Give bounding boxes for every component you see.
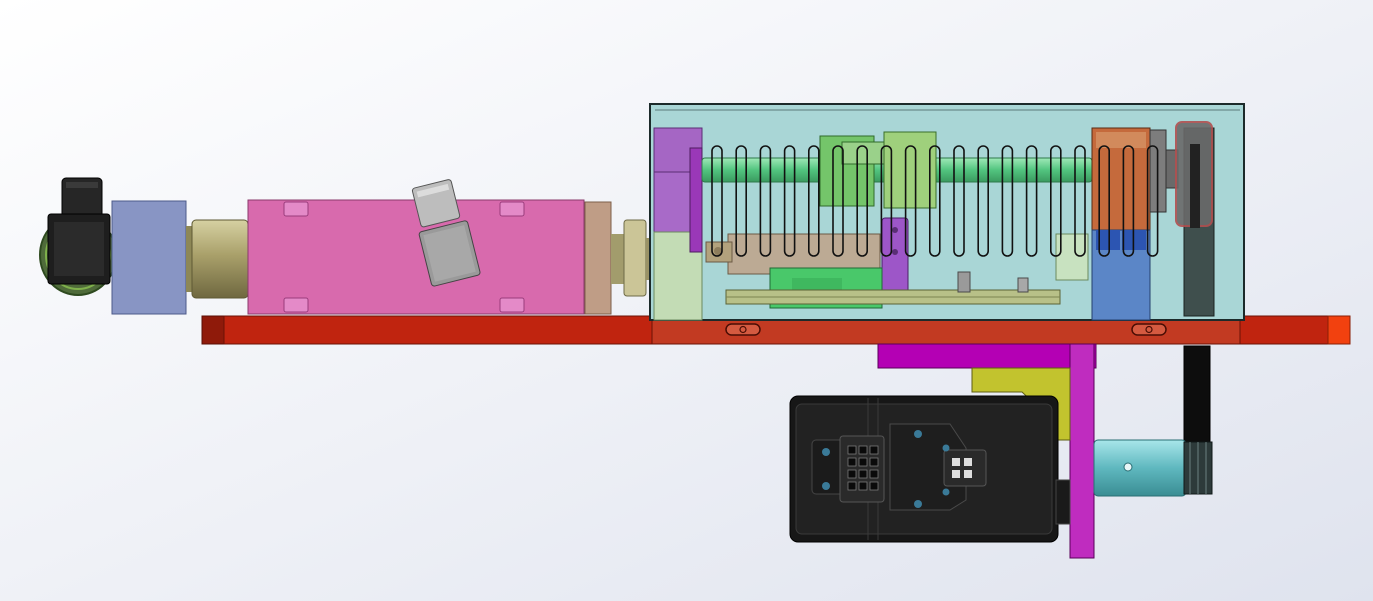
enclosure-slot [711,145,723,257]
connector-pin [858,445,868,455]
cylinder-clamp-top-left [283,201,309,217]
connector-pin [858,481,868,491]
enclosure-slot [807,145,820,257]
connector-pin [847,445,857,455]
motor-connector-pins [847,445,879,491]
enclosure-slot [953,145,965,257]
cylinder-clamp-bottom-left [283,297,309,313]
connector-pin [869,457,879,467]
enclosure-slot [1074,145,1086,257]
cylinder-end-cap [584,201,612,315]
plate-slot-right [1131,323,1167,336]
connector-pin [869,445,879,455]
plate-slot-left [725,323,761,336]
connector-pin [858,469,868,479]
guide-rail [725,271,1061,305]
enclosure-slot [1098,145,1110,257]
enclosure-slot [928,145,941,257]
enclosure-slot [1001,145,1014,257]
servo-motor[interactable] [789,395,1071,543]
pneumatic-cylinder[interactable] [247,199,585,315]
connector-pin [869,469,879,479]
enclosure-slot [904,145,917,257]
enclosure-left-block [653,127,703,321]
enclosure-slot [1146,145,1159,257]
air-fitting[interactable] [408,178,481,287]
enclosure-slot [1122,145,1135,257]
enclosure-slot [1025,145,1038,257]
enclosure-slot [759,145,772,257]
angle-connector-plug[interactable] [47,177,111,285]
enclosure-slot [1050,145,1062,257]
connector-pin [858,457,868,467]
enclosure-slot [880,145,893,257]
enclosure-slot [783,145,796,257]
motor-bracket-magenta[interactable] [877,343,1097,559]
connector-pin [847,481,857,491]
enclosure-slots [711,145,1159,257]
enclosure-slot [856,145,869,257]
motor-shaft-pulley[interactable] [1093,439,1213,497]
enclosure-slot [832,145,844,257]
brass-coupling[interactable] [186,219,249,299]
cylinder-clamp-top-right [499,201,525,217]
connector-pin [847,469,857,479]
cylinder-clamp-bottom-right [499,297,525,313]
pulley-plate [1175,121,1215,317]
enclosure-slot [977,145,990,257]
enclosure-slot [735,145,748,257]
blue-flange[interactable] [111,200,187,315]
connector-pin [869,481,879,491]
tan-carriage [705,233,881,275]
connector-pin [847,457,857,467]
